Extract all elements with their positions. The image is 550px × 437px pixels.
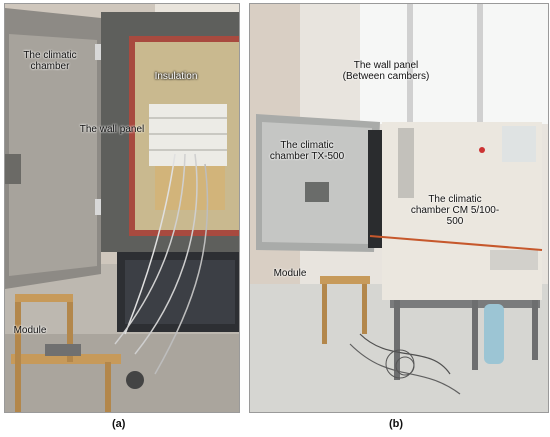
- photo-a: [4, 3, 240, 413]
- label-climatic-chamber-a: The climatic chamber: [23, 50, 77, 72]
- label-insulation: Insulation: [154, 71, 198, 82]
- label-wall-panel-b: The wall panel (Between cambers): [342, 60, 430, 82]
- photo-b-scene: [250, 4, 548, 412]
- label-module-a: Module: [13, 325, 47, 336]
- caption-a: (a): [112, 418, 126, 430]
- label-module-b: Module: [273, 268, 307, 279]
- caption-b: (b): [389, 418, 404, 430]
- label-chamber-tx500: The climatic chamber TX-500: [269, 140, 345, 162]
- label-wall-panel-a: The wall panel: [79, 124, 145, 135]
- photo-a-scene: [5, 4, 239, 412]
- photo-b: [249, 3, 549, 413]
- label-chamber-cm: The climatic chamber CM 5/100-500: [410, 194, 500, 227]
